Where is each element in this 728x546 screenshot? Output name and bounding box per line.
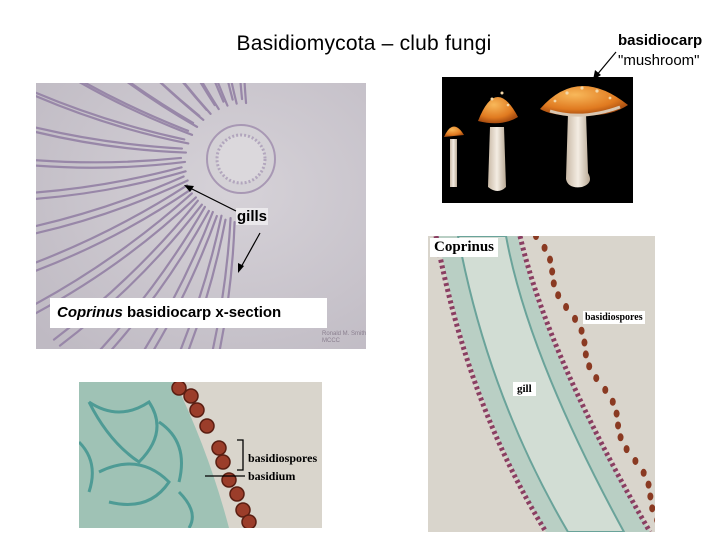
coprinus-tag: Coprinus: [430, 238, 499, 257]
credit-line-1: Ronald M. Smith: [322, 331, 367, 337]
gill-line: [36, 188, 193, 272]
gill-section-drawing: [428, 236, 655, 532]
gill-line: [36, 95, 190, 145]
gill-line: [129, 83, 195, 124]
spore: [582, 350, 589, 359]
spore: [602, 385, 609, 394]
spore: [647, 492, 654, 501]
spore: [555, 291, 562, 300]
spore: [645, 480, 652, 489]
gill-line: [36, 126, 184, 150]
gill-line: [83, 83, 190, 132]
spore: [572, 314, 579, 323]
gill-line: [110, 209, 210, 349]
gill-line: [36, 166, 183, 194]
gill-line: [216, 83, 229, 107]
basidium-micrograph: [79, 382, 322, 528]
coprinus-gill-micrograph: [428, 236, 655, 532]
spore: [563, 303, 570, 312]
spore: [199, 418, 215, 434]
basidiocarp-label: basidiocarp: [618, 32, 703, 49]
gill-line: [36, 160, 187, 169]
caption-genus: Coprinus: [57, 304, 123, 321]
mushroom-label: "mushroom": [618, 52, 700, 69]
spore: [547, 255, 554, 264]
gill-line: [36, 179, 189, 235]
spore: [221, 472, 237, 488]
gill-line: [36, 192, 193, 306]
spore: [189, 402, 205, 418]
spore: [593, 374, 600, 383]
gill-line: [199, 83, 216, 107]
spore: [609, 397, 616, 406]
spore: [640, 468, 647, 477]
spore: [211, 440, 227, 456]
spore: [183, 388, 199, 404]
spore: [632, 456, 639, 465]
spore: [229, 486, 245, 502]
spore: [649, 504, 655, 513]
basidiospores-tag: basidiospores: [583, 311, 645, 324]
spore: [541, 243, 548, 252]
spore: [615, 421, 622, 430]
spore: [549, 267, 556, 276]
photo-credit: Ronald M. Smith MCCC: [322, 331, 366, 345]
spore: [617, 433, 624, 442]
spore: [613, 409, 620, 418]
spore: [215, 454, 231, 470]
gill-tag: gill: [513, 382, 536, 396]
basidium-label: basidium: [248, 469, 296, 483]
gill-line: [36, 156, 183, 164]
gill-line: [78, 83, 194, 136]
slide-title: Basidiomycota – club fungi: [236, 32, 492, 55]
mushroom-drawing: [444, 85, 628, 191]
spore: [586, 362, 593, 371]
spore: [578, 326, 585, 335]
gills-label: gills: [236, 208, 269, 225]
credit-line-2: MCCC: [322, 338, 340, 344]
basidium-drawing: [79, 382, 322, 528]
gill-line: [201, 83, 220, 111]
spore: [171, 382, 187, 396]
spore: [550, 279, 557, 288]
spore: [241, 514, 257, 528]
spore: [623, 445, 630, 454]
basidiospores-label: basidiospores: [248, 451, 318, 465]
gill-line: [99, 205, 206, 349]
gill-line: [58, 203, 203, 347]
basidiocarp-arrow: [593, 51, 617, 80]
gill-line: [126, 83, 199, 128]
gill-line: [159, 83, 205, 121]
gill-line: [36, 91, 186, 141]
spore: [235, 502, 251, 518]
gill-line: [36, 170, 187, 200]
spore: [654, 517, 655, 523]
gill-line: [183, 83, 212, 115]
gill-line: [36, 175, 185, 228]
gill-line: [36, 130, 188, 154]
gill-line: [36, 184, 189, 264]
spore: [533, 236, 539, 240]
caption-text: basidiocarp x-section: [122, 304, 282, 321]
cross-section-caption: Coprinus basidiocarp x-section: [50, 298, 327, 328]
mushroom-photo: [442, 77, 633, 203]
spore: [581, 338, 588, 347]
